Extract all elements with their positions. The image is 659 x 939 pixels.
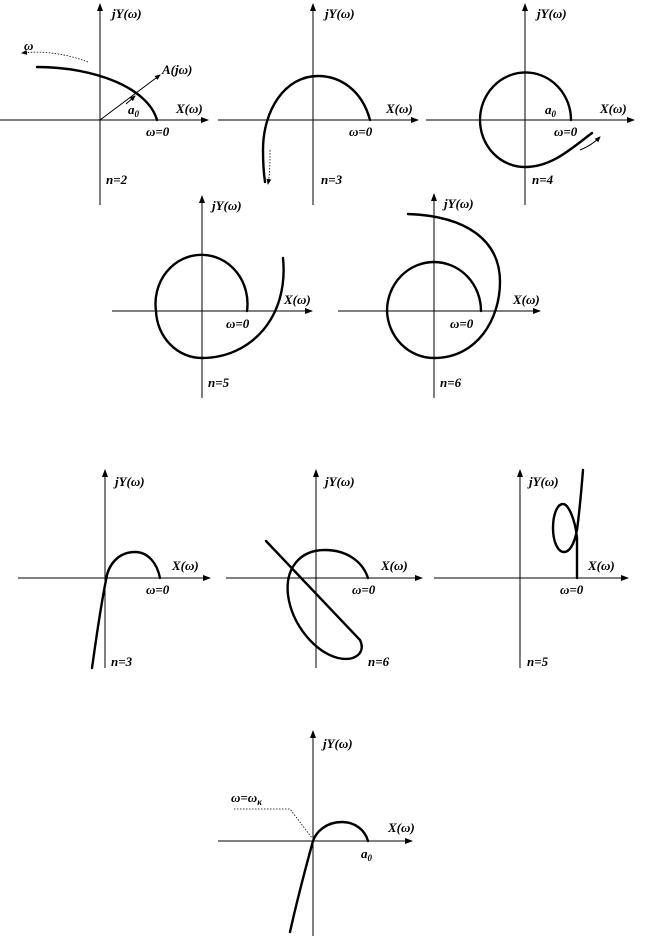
panel-n6-middle: jY(ω) X(ω) ω=0 n=6 [226,469,423,669]
omega-zero-label: ω=0 [554,124,578,139]
omega-label: ω [24,38,33,53]
hodograph-curve [551,468,585,580]
order-label: n=6 [368,654,390,669]
order-label: n=2 [106,172,128,187]
a-jw-label: A(jω) [161,62,192,77]
hodograph-curve [35,65,159,122]
hodograph-curve [288,820,370,934]
a0-label: a0 [545,102,557,119]
panel-n4: jY(ω) X(ω) a0 ω=0 n=4 [426,3,635,205]
hodograph-curve [261,74,372,184]
y-axis-label: jY(ω) [323,474,355,489]
panel-n5-spiral: jY(ω) X(ω) ω=0 n=5 [112,195,313,398]
omega-zero-label: ω=0 [146,124,170,139]
panel-n3-middle: jY(ω) X(ω) ω=0 n=3 [18,469,211,670]
x-axis-label: X(ω) [380,558,408,573]
panel-n6-spiral: jY(ω) X(ω) ω=0 n=6 [338,193,541,398]
x-axis-label: X(ω) [599,101,627,116]
y-axis-label: jY(ω) [210,198,242,213]
y-axis-label: jY(ω) [110,6,142,21]
x-axis-label: X(ω) [283,292,311,307]
x-axis-label: X(ω) [175,101,203,116]
omega-zero-label: ω=0 [352,582,376,597]
omega-zero-label: ω=0 [146,582,170,597]
y-axis-label: jY(ω) [323,6,355,21]
leader-line-omega-k [234,808,313,839]
direction-arrow [266,149,272,185]
x-axis-label: X(ω) [512,292,540,307]
omega-k-label: ω=ωк [231,790,262,807]
order-label: n=5 [208,375,230,390]
y-axis-label: jY(ω) [321,736,353,751]
order-label: n=3 [111,654,133,669]
hodograph-curve [385,212,502,360]
order-label: n=6 [440,375,462,390]
order-label: n=3 [321,172,343,187]
direction-arrow [579,136,601,151]
y-axis-label: jY(ω) [535,6,567,21]
hodograph-curve [90,550,162,670]
x-axis-label: X(ω) [387,820,415,835]
hodograph-curve [478,71,594,169]
order-label: n=5 [527,654,549,669]
panel-n2: jY(ω) X(ω) ω A(jω) a0 ω=0 n=2 [0,3,209,205]
y-axis-label: jY(ω) [113,474,145,489]
x-axis-label: X(ω) [171,558,199,573]
direction-arrow-small [125,95,136,105]
omega-zero-label: ω=0 [450,316,474,331]
panel-n3-top: jY(ω) X(ω) ω=0 n=3 [218,3,419,205]
direction-arrow-omega [21,49,89,63]
a0-label: a0 [128,102,140,119]
hodograph-curve [264,539,370,661]
omega-zero-label: ω=0 [560,582,584,597]
omega-zero-label: ω=0 [226,316,250,331]
omega-zero-label: ω=0 [349,124,373,139]
x-axis-label: X(ω) [587,558,615,573]
hodograph-curve [154,253,285,360]
y-axis-label: jY(ω) [527,474,559,489]
y-axis-label: jY(ω) [442,196,474,211]
x-axis-label: X(ω) [385,101,413,116]
order-label: n=4 [532,172,554,187]
panel-n5-loop: jY(ω) X(ω) ω=0 n=5 [434,468,629,669]
panel-critical-frequency: jY(ω) X(ω) ω=ωк a0 [218,730,415,936]
a0-label: a0 [361,846,373,863]
